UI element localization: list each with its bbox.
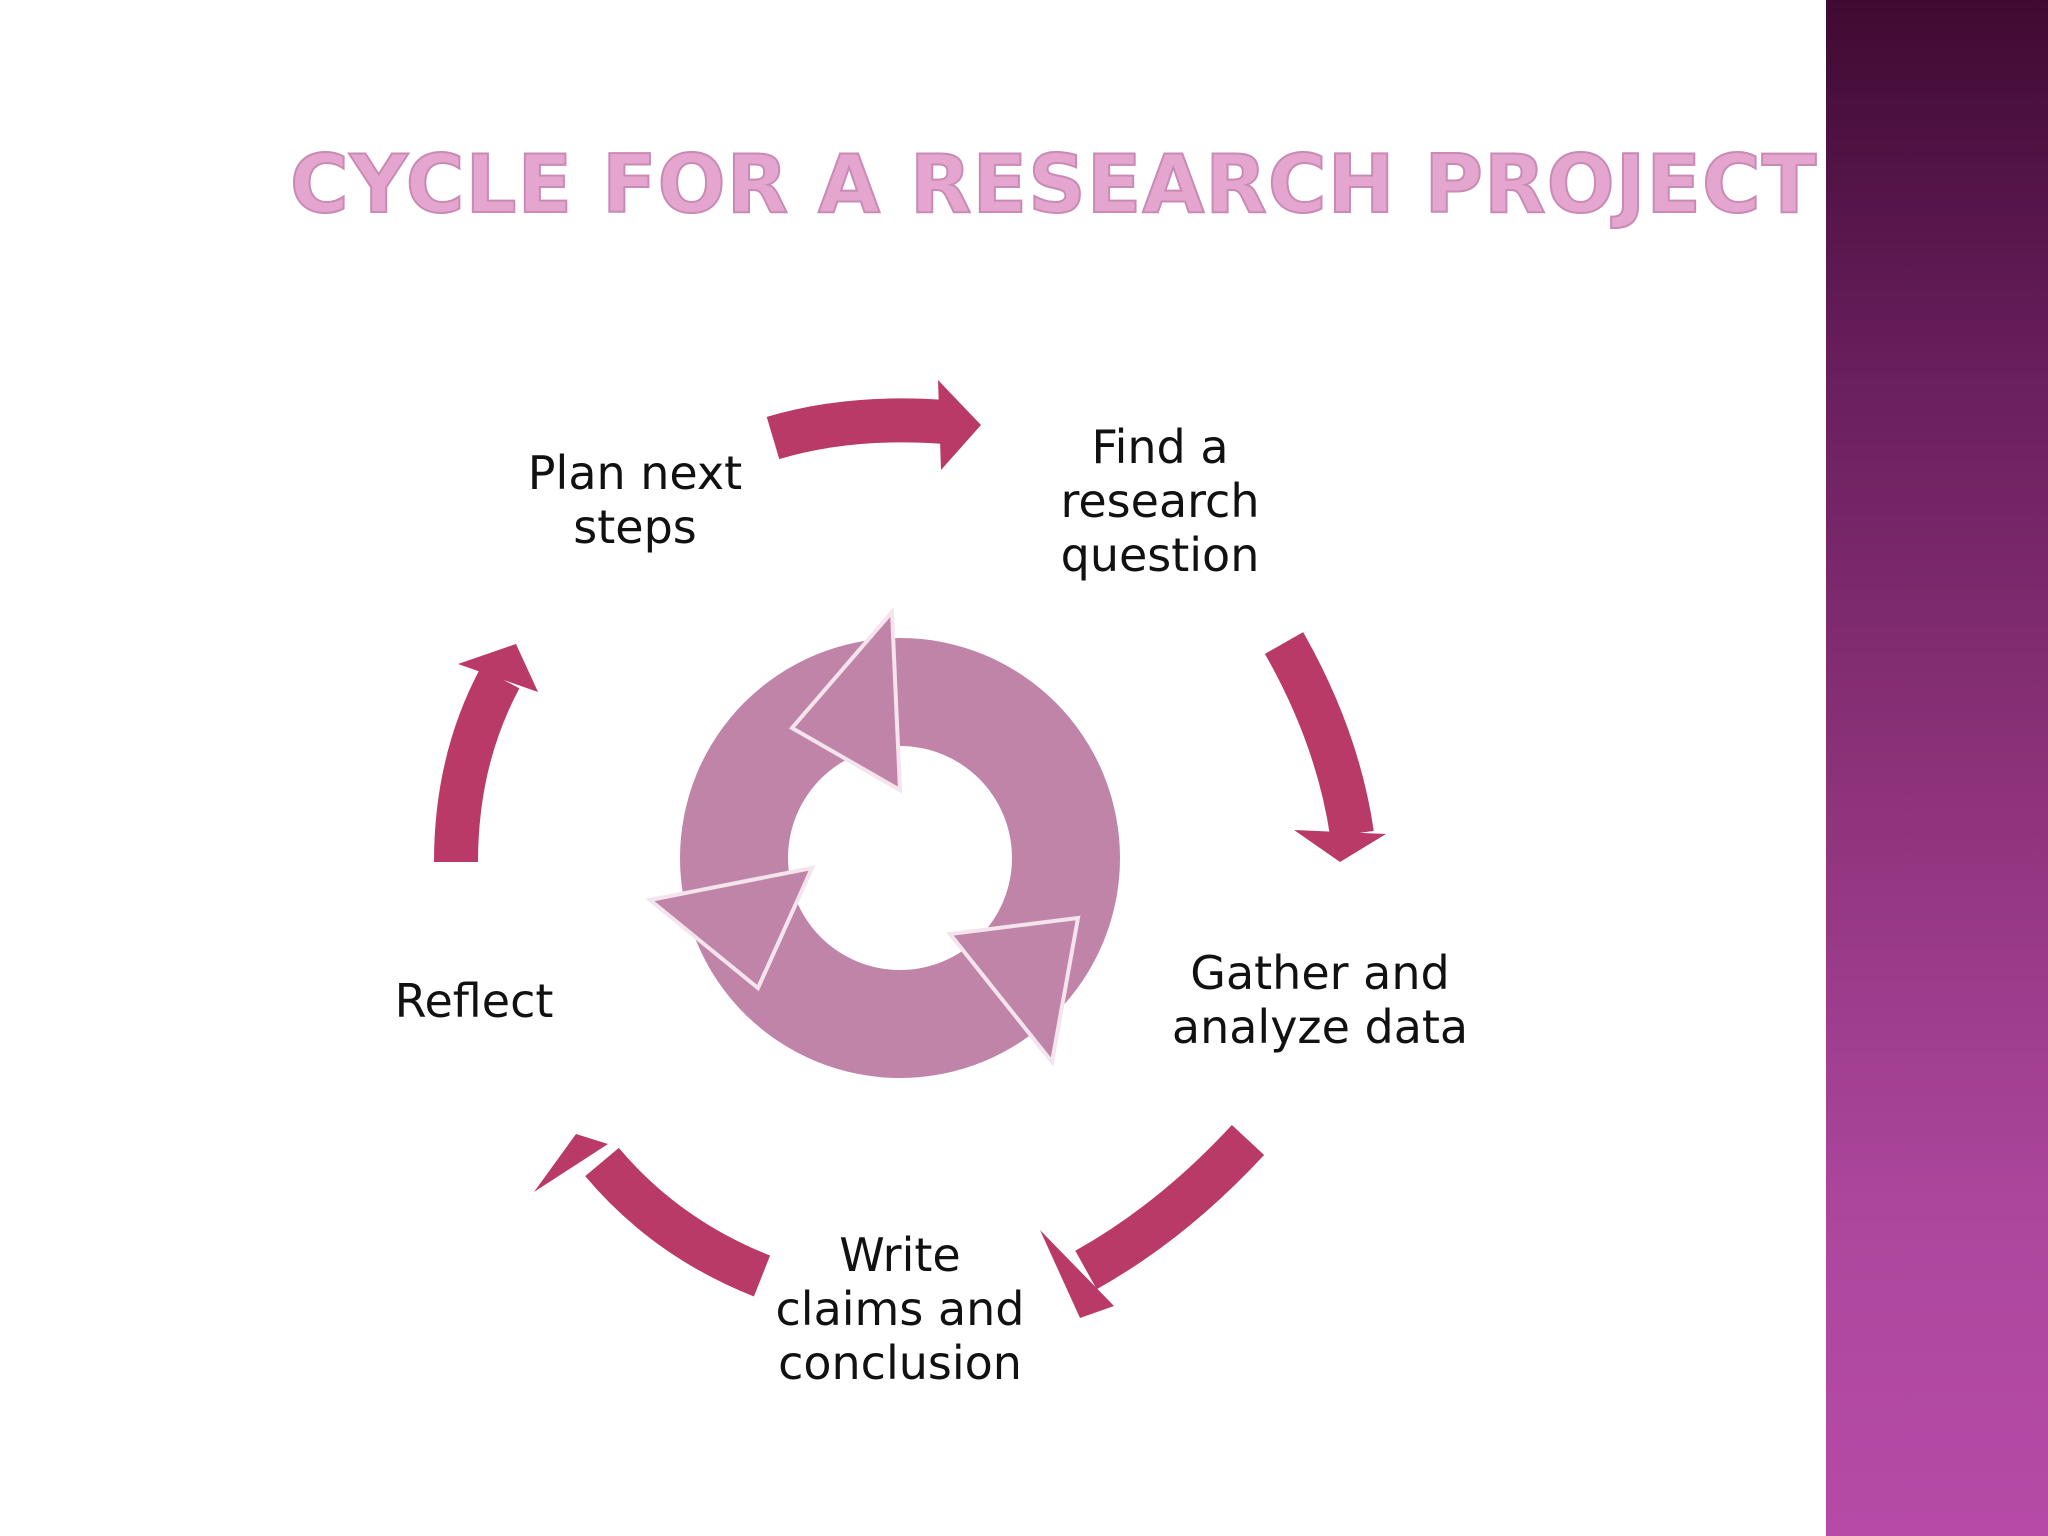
cycle-arrow-top: [766, 380, 981, 470]
slide-title: CYCLE FOR A RESEARCH PROJECT: [289, 137, 1818, 232]
decorative-side-bar: [1826, 0, 2048, 1536]
cycle-arrow-right: [1264, 632, 1386, 862]
center-cycle-icon: [645, 606, 1120, 1078]
step-reflect: Reflect: [394, 974, 554, 1028]
cycle-arrow-lower-right: [1040, 1125, 1265, 1318]
step-write-claims-conclusion: Write claims and conclusion: [775, 1228, 1025, 1390]
step-gather-analyze-data: Gather and analyze data: [1171, 946, 1469, 1054]
cycle-arrow-left: [434, 644, 538, 863]
step-plan-next-steps: Plan next steps: [527, 446, 743, 554]
cycle-diagram: [434, 380, 1386, 1318]
slide: CYCLE FOR A RESEARCH PROJECT: [289, 137, 1818, 1390]
cycle-arrow-lower-left: [534, 1134, 771, 1297]
step-find-research-question: Find a research question: [1060, 420, 1260, 582]
